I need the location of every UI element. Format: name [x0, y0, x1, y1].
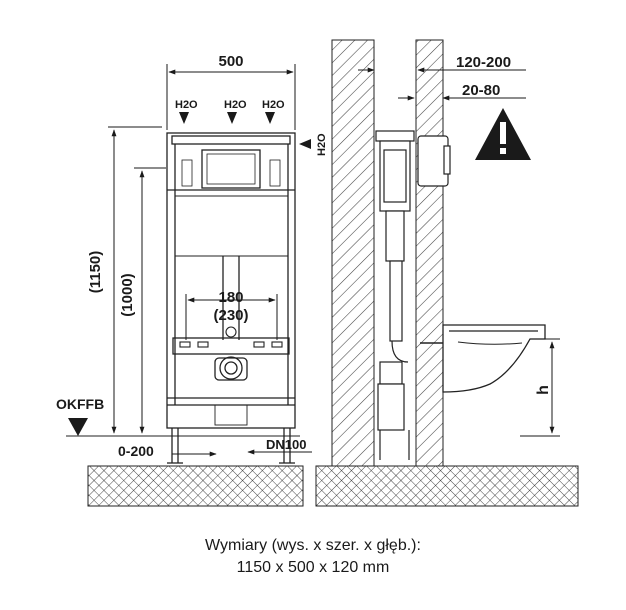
h2o-label-2: H2O: [224, 99, 247, 111]
wall-left: [331, 39, 375, 467]
h2o-label-1: H2O: [175, 99, 198, 111]
wall-offset-label: 20-80: [462, 82, 500, 99]
bowl-height-label: h: [535, 385, 552, 395]
warning-icon: [475, 108, 531, 160]
floor-right: [315, 465, 579, 507]
floor-level-label: OKFFB: [56, 396, 104, 412]
outlet-ports: [179, 326, 283, 348]
flush-plate: [417, 135, 451, 187]
height-dimension-1150: [108, 126, 162, 434]
cistern-tank: [181, 149, 281, 426]
water-inlet-arrows: [179, 112, 311, 149]
outlet-spacing-alt-label: (230): [213, 307, 248, 324]
width-label: 500: [218, 53, 243, 70]
caption-line-2: 1150 x 500 x 120 mm: [236, 559, 390, 576]
floor-offset-label: 0-200: [118, 443, 154, 459]
mounting-frame: [166, 132, 296, 464]
bowl-height-dimension: [520, 338, 560, 437]
height-label-1000: (1000): [119, 273, 136, 316]
h2o-label-side: H2O: [316, 133, 328, 156]
outlet-spacing-dimension: [185, 294, 278, 340]
width-dimension: [166, 64, 296, 130]
height-dimension-1000: [134, 167, 166, 434]
side-frame: [375, 130, 415, 460]
wall-gap-label: 120-200: [456, 54, 511, 71]
wall-right: [415, 39, 444, 467]
caption-line-1: Wymiary (wys. x szer. x głęb.):: [205, 537, 421, 554]
outlet-spacing-label: 180: [218, 289, 243, 306]
height-label-1150: (1150): [87, 251, 104, 294]
floor-level-marker: [68, 418, 88, 436]
h2o-label-3: H2O: [262, 99, 285, 111]
toilet-bowl: [420, 324, 546, 393]
floor-left: [87, 465, 304, 507]
drain-label: DN100: [266, 437, 306, 452]
